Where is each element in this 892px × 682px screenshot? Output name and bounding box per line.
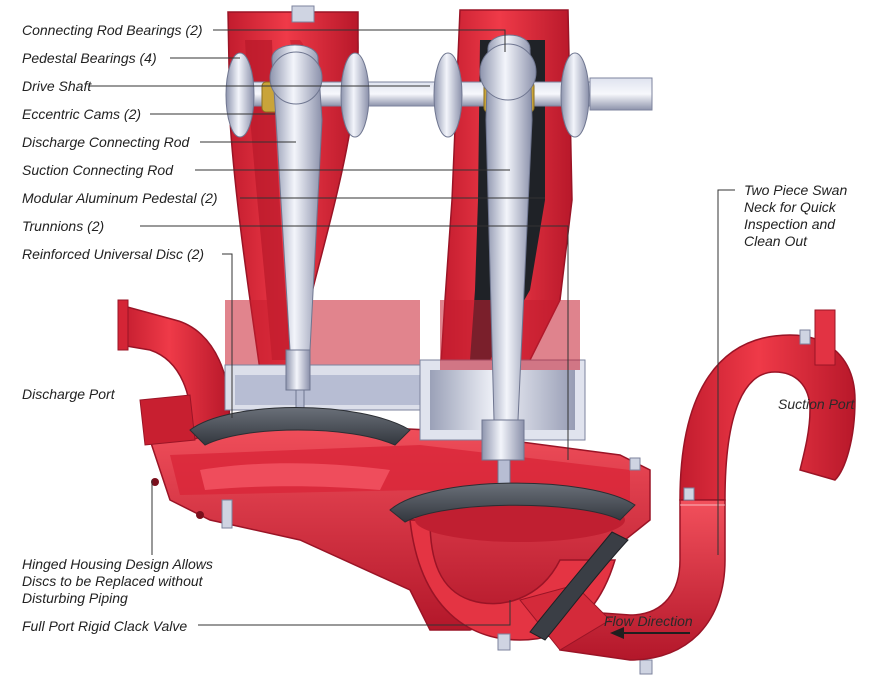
label-suction-connecting-rod: Suction Connecting Rod bbox=[22, 162, 173, 178]
label-eccentric-cams: Eccentric Cams (2) bbox=[22, 106, 141, 122]
label-pedestal-bearings: Pedestal Bearings (4) bbox=[22, 50, 157, 66]
label-flow-direction: Flow Direction bbox=[604, 613, 693, 629]
discharge-pedestal bbox=[225, 6, 435, 410]
label-reinforced-universal-disc: Reinforced Universal Disc (2) bbox=[22, 246, 204, 262]
label-swan-neck-line2: Neck for Quick bbox=[744, 199, 836, 215]
label-connecting-rod-bearings: Connecting Rod Bearings (2) bbox=[22, 22, 203, 38]
label-modular-aluminum-pedestal: Modular Aluminum Pedestal (2) bbox=[22, 190, 218, 206]
label-drive-shaft: Drive Shaft bbox=[22, 78, 91, 94]
label-clack-valve: Full Port Rigid Clack Valve bbox=[22, 618, 187, 634]
label-swan-neck-line1: Two Piece Swan bbox=[744, 182, 847, 198]
label-suction-port: Suction Port bbox=[778, 396, 854, 412]
label-discharge-connecting-rod: Discharge Connecting Rod bbox=[22, 134, 189, 150]
label-hinged-line2: Discs to be Replaced without bbox=[22, 573, 203, 589]
label-trunnions: Trunnions (2) bbox=[22, 218, 104, 234]
label-swan-neck-line4: Clean Out bbox=[744, 233, 807, 249]
label-discharge-port: Discharge Port bbox=[22, 386, 115, 402]
label-swan-neck-line3: Inspection and bbox=[744, 216, 835, 232]
label-hinged-line3: Disturbing Piping bbox=[22, 590, 128, 606]
label-hinged-line1: Hinged Housing Design Allows bbox=[22, 556, 213, 572]
